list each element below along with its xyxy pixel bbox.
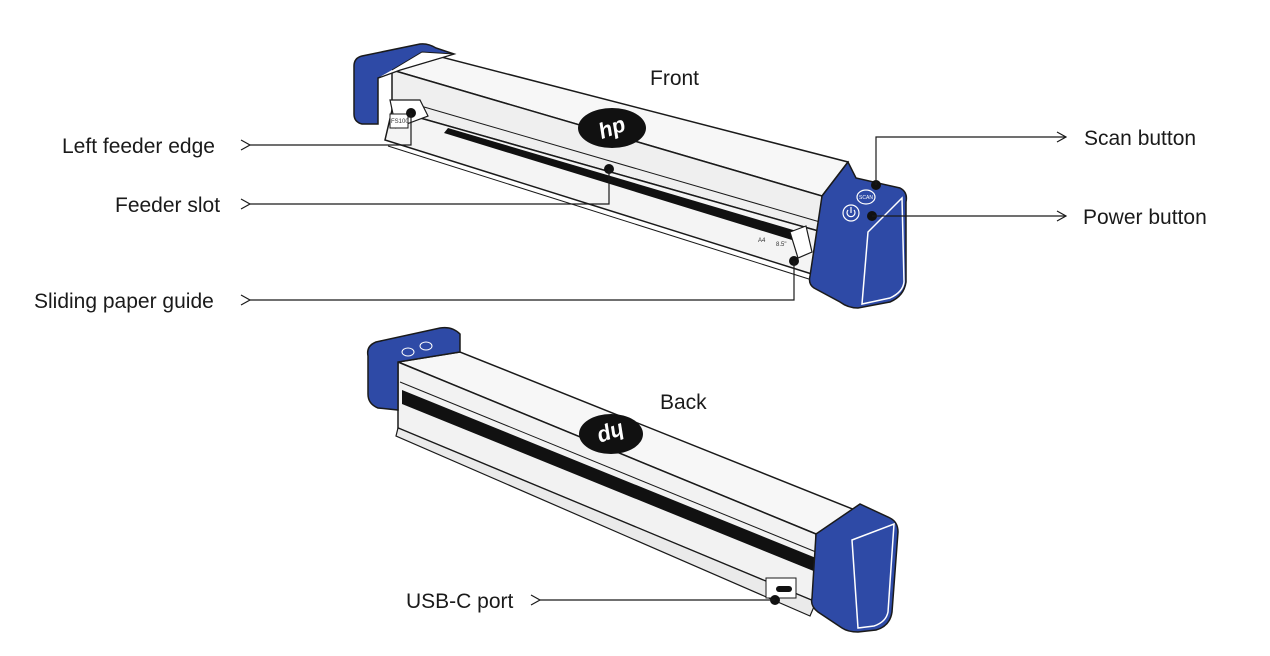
label-feeder-slot: Feeder slot bbox=[115, 194, 220, 217]
label-scan-button: Scan button bbox=[1084, 127, 1196, 150]
back-right-end-cap bbox=[810, 503, 899, 633]
arrow-left-icon bbox=[250, 261, 795, 300]
power-button[interactable] bbox=[842, 204, 860, 222]
callout-left-feeder-edge: Left feeder edge bbox=[62, 108, 416, 158]
front-right-end-cap bbox=[808, 160, 908, 309]
label-power-button: Power button bbox=[1083, 206, 1207, 229]
back-title: Back bbox=[660, 391, 707, 414]
front-scanner: FS100 A4 8.5" hp SCAN bbox=[353, 43, 908, 309]
callout-power-button: Power button bbox=[867, 206, 1207, 229]
hp-logo-icon: hp bbox=[578, 108, 646, 148]
back-slot bbox=[402, 390, 816, 572]
callout-usb-c-port: USB-C port bbox=[406, 590, 780, 613]
scan-button-label: SCAN bbox=[859, 195, 873, 201]
label-left-feeder-edge: Left feeder edge bbox=[62, 135, 215, 158]
front-title: Front bbox=[650, 67, 699, 90]
power-icon bbox=[846, 207, 856, 218]
front-left-end-cap bbox=[353, 43, 457, 125]
label-sliding-paper-guide: Sliding paper guide bbox=[34, 290, 214, 313]
callout-sliding-paper-guide: Sliding paper guide bbox=[34, 256, 799, 313]
arrow-left-icon bbox=[250, 113, 412, 145]
guide-mark-letter: 8.5" bbox=[776, 242, 786, 248]
back-scanner: hp bbox=[366, 326, 899, 633]
usb-c-port[interactable] bbox=[765, 577, 797, 599]
hp-logo-icon: hp bbox=[579, 414, 643, 454]
guide-mark-a4: A4 bbox=[758, 238, 766, 244]
front-feeder-slot bbox=[444, 128, 800, 240]
back-left-end-cap bbox=[366, 326, 461, 411]
scan-button[interactable]: SCAN bbox=[856, 189, 876, 205]
front-sliding-paper-guide[interactable]: A4 8.5" bbox=[758, 225, 813, 259]
label-usb-c-port: USB-C port bbox=[406, 590, 514, 613]
model-label: FS100 bbox=[391, 119, 409, 125]
arrow-left-icon bbox=[250, 169, 610, 204]
arrow-right-icon bbox=[875, 137, 1066, 185]
callout-scan-button: Scan button bbox=[871, 127, 1196, 190]
callout-feeder-slot: Feeder slot bbox=[115, 164, 614, 217]
